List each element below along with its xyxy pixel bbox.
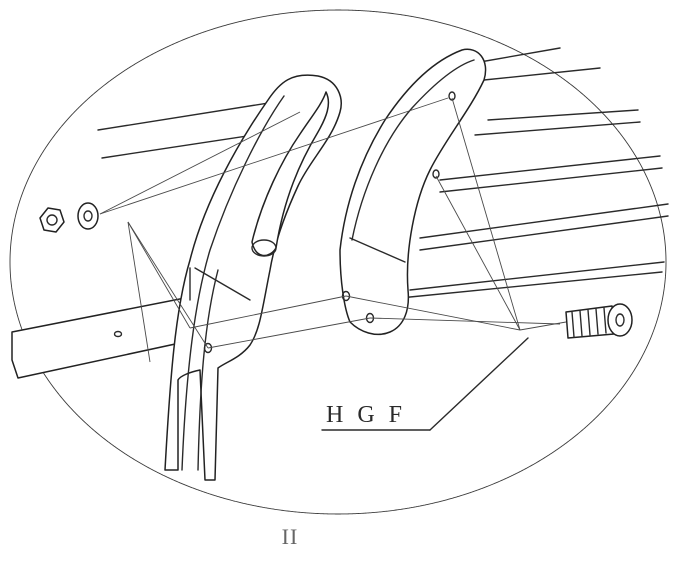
seat-rails	[399, 47, 669, 299]
nut	[39, 207, 65, 233]
leader-lines	[99, 97, 567, 363]
washer	[77, 202, 99, 230]
callout-label: H G F	[326, 402, 406, 428]
bolt	[565, 303, 633, 339]
callout-leader	[321, 337, 529, 431]
detail-ellipse	[9, 9, 667, 515]
right-bracket	[339, 48, 487, 336]
left-armrest-frame	[164, 74, 342, 481]
step-number: II	[281, 524, 299, 549]
